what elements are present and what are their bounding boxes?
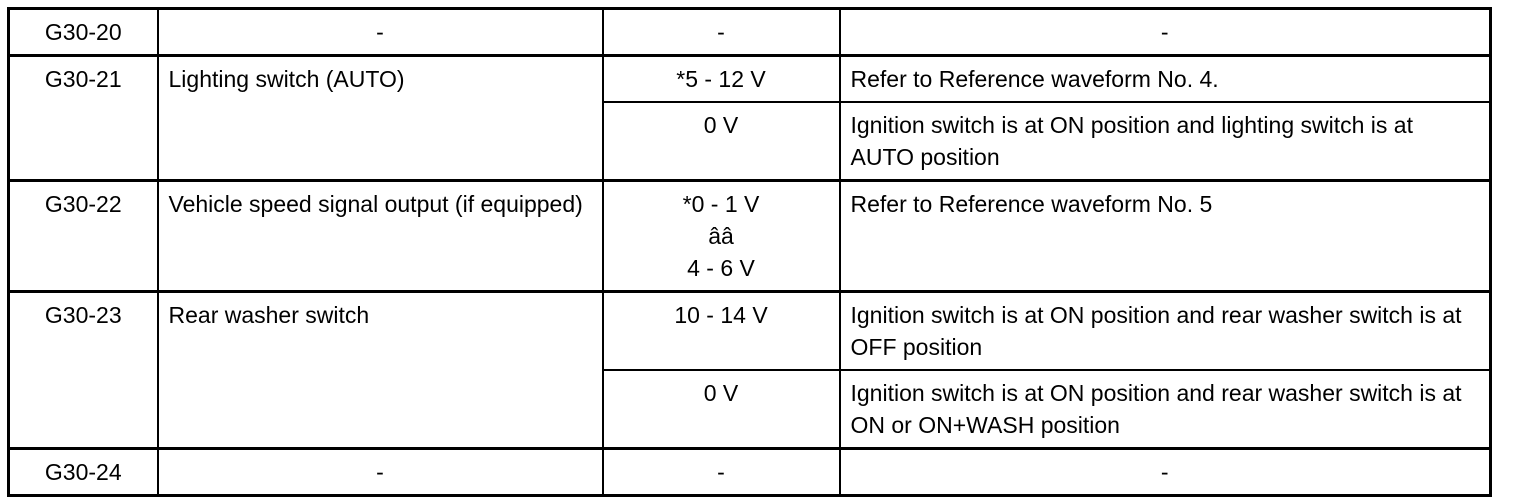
voltage-cell: - (601, 447, 841, 497)
table-row: 0 V Ignition switch is at ON position an… (9, 101, 1492, 182)
table-row: G30-20 - - - (7, 7, 1492, 57)
voltage-cell: 0 V (601, 101, 841, 182)
item-cell: Vehicle speed signal output (if equipped… (156, 179, 604, 293)
terminal-cell: G30-20 (7, 7, 159, 57)
condition-cell: Refer to Reference waveform No. 4. (838, 54, 1492, 103)
condition-cell: - (838, 7, 1492, 57)
table-row: 0 V Ignition switch is at ON position an… (9, 369, 1492, 450)
condition-cell: Refer to Reference waveform No. 5 (838, 179, 1492, 293)
voltage-cell: *5 - 12 V (601, 54, 841, 103)
terminal-voltage-table: G30-20 - - - G30-21 Lighting switch (AUT… (7, 7, 1492, 497)
table-row: G30-23 Rear washer switch 10 - 14 V Igni… (7, 290, 1492, 450)
item-cell: - (156, 447, 604, 497)
condition-cell: - (838, 447, 1492, 497)
item-cell: Lighting switch (AUTO) (156, 54, 604, 182)
voltage-cell: - (601, 7, 841, 57)
condition-cell: Ignition switch is at ON position and re… (838, 290, 1492, 371)
terminal-cell: G30-24 (7, 447, 159, 497)
condition-cell: Ignition switch is at ON position and re… (838, 369, 1492, 450)
table-row: G30-21 Lighting switch (AUTO) *5 - 12 V … (7, 54, 1492, 182)
terminal-cell: G30-21 (7, 54, 159, 182)
item-cell: Rear washer switch (156, 290, 604, 450)
terminal-cell: G30-23 (7, 290, 159, 450)
terminal-cell: G30-22 (7, 179, 159, 293)
condition-cell: Ignition switch is at ON position and li… (838, 101, 1492, 182)
item-cell: - (156, 7, 604, 57)
voltage-cell: 0 V (601, 369, 841, 450)
table-row: G30-22 Vehicle speed signal output (if e… (7, 179, 1492, 293)
voltage-cell: *0 - 1 V ââ 4 - 6 V (601, 179, 841, 293)
voltage-cell: 10 - 14 V (601, 290, 841, 371)
table-row: G30-24 - - - (7, 447, 1492, 497)
